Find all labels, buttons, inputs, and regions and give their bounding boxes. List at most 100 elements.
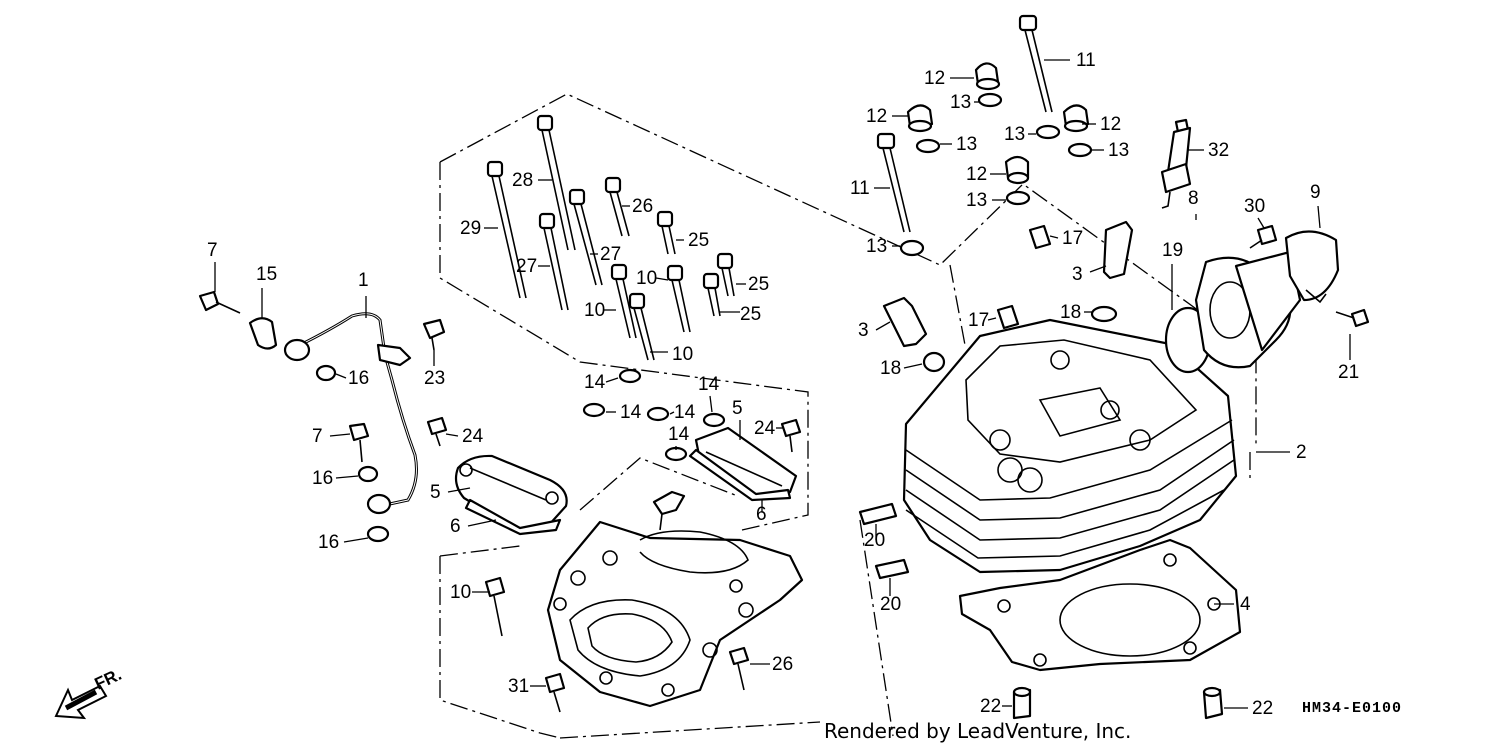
callout-c10b: 10 [584, 300, 605, 321]
stud-bolt-parts [486, 114, 735, 361]
callout-c24b: 24 [754, 418, 776, 439]
leader-c5a [447, 487, 471, 493]
callout-c12a: 12 [924, 68, 945, 89]
callout-c16b: 16 [312, 468, 333, 489]
group-outlines [439, 93, 1257, 739]
callout-c13c: 13 [1004, 124, 1025, 145]
callout-c1: 1 [358, 270, 369, 291]
callout-c2: 2 [1296, 442, 1307, 463]
callout-c3a: 3 [858, 320, 869, 341]
callout-c14d: 14 [698, 374, 720, 395]
callout-c22a: 22 [980, 696, 1001, 717]
callout-c13d: 13 [1108, 140, 1129, 161]
callout-c15: 15 [256, 264, 277, 285]
callout-c11a: 11 [1076, 50, 1096, 71]
front-direction-arrow: FR. [54, 665, 125, 720]
camshaft-holder-part [484, 490, 804, 713]
diagram-code: HM34-E0100 [1302, 700, 1402, 717]
credit-text: Rendered by LeadVenture, Inc. [824, 719, 1131, 743]
callout-c13e: 13 [966, 190, 987, 211]
intake-pipe-part [1164, 224, 1370, 374]
callout-c6b: 6 [756, 504, 767, 525]
leader-lines [214, 59, 1351, 709]
callout-c17b: 17 [968, 310, 989, 331]
callout-c20b: 20 [880, 594, 901, 615]
callout-c9: 9 [1310, 182, 1321, 203]
bolt-parts-left [198, 290, 448, 543]
leader-c6a [467, 519, 497, 527]
callout-c25b: 25 [748, 274, 769, 295]
callout-c24a: 24 [462, 426, 484, 447]
leader-c16c [343, 537, 369, 543]
callout-c14b: 14 [620, 402, 642, 423]
callout-c26b: 26 [772, 654, 793, 675]
callout-c13b: 13 [956, 134, 977, 155]
callout-c13a: 13 [950, 92, 971, 113]
callout-c13f: 13 [866, 236, 887, 257]
callout-c14a: 14 [584, 372, 606, 393]
dowel-guide-parts [882, 220, 1134, 373]
callout-c25a: 25 [688, 230, 709, 251]
spark-plug-part [1160, 118, 1192, 209]
washer-parts-14 [582, 368, 726, 462]
callout-c10a: 10 [636, 268, 657, 289]
dowel-parts-22 [1012, 686, 1224, 720]
callout-c29: 29 [460, 218, 481, 239]
callout-c12c: 12 [1100, 114, 1121, 135]
callout-c18b: 18 [1060, 302, 1081, 323]
callout-c20a: 20 [864, 530, 885, 551]
leader-c14a [605, 377, 619, 383]
callout-c3b: 3 [1072, 264, 1083, 285]
callout-c7a: 7 [207, 240, 218, 261]
callout-c25c: 25 [740, 304, 761, 325]
callout-c12b: 12 [866, 106, 887, 127]
leader-c30 [1257, 217, 1265, 229]
tappet-cover-left-part [454, 454, 568, 536]
callout-c23: 23 [424, 368, 445, 389]
tappet-cover-right-part [688, 418, 802, 502]
head-gasket-part [958, 538, 1242, 672]
callout-c12d: 12 [966, 164, 987, 185]
leader-c9 [1317, 205, 1321, 229]
cylinder-head-part [858, 318, 1238, 580]
callout-c10d: 10 [450, 582, 471, 603]
callout-c14c: 14 [674, 402, 696, 423]
callout-c21: 21 [1338, 362, 1359, 383]
callout-c26a: 26 [632, 196, 653, 217]
callout-c19: 19 [1162, 240, 1183, 261]
leader-c24a [445, 433, 459, 437]
leader-c17b [987, 317, 997, 321]
sensor-wire-part [283, 312, 418, 515]
callout-c16a: 16 [348, 368, 369, 389]
callout-c5b: 5 [732, 398, 743, 419]
leader-c14c [669, 411, 675, 415]
leader-c18a [903, 363, 923, 369]
callout-c7b: 7 [312, 426, 323, 447]
callout-c16c: 16 [318, 532, 339, 553]
leader-c14d [709, 395, 713, 413]
callout-c17a: 17 [1062, 228, 1083, 249]
callout-c28: 28 [512, 170, 533, 191]
nut-washer-parts [876, 14, 1093, 257]
leader-c3a [875, 321, 891, 331]
leader-c16a [335, 373, 347, 379]
callout-c6a: 6 [450, 516, 461, 537]
callout-c4: 4 [1240, 594, 1251, 615]
callout-c30: 30 [1244, 196, 1265, 217]
callout-c27b: 27 [516, 256, 537, 277]
callout-c14e: 14 [668, 424, 690, 445]
callout-c27a: 27 [600, 244, 621, 265]
leader-c17a [1049, 235, 1059, 239]
callout-c22b: 22 [1252, 698, 1273, 719]
callout-c31: 31 [508, 676, 529, 697]
callout-c18a: 18 [880, 358, 901, 379]
callout-c32: 32 [1208, 140, 1229, 161]
callout-c5a: 5 [430, 482, 441, 503]
callout-c10c: 10 [672, 344, 693, 365]
leader-c7b [329, 433, 351, 437]
leader-c10a [655, 277, 669, 281]
callout-c8: 8 [1188, 188, 1199, 209]
leader-c3b [1089, 265, 1107, 273]
